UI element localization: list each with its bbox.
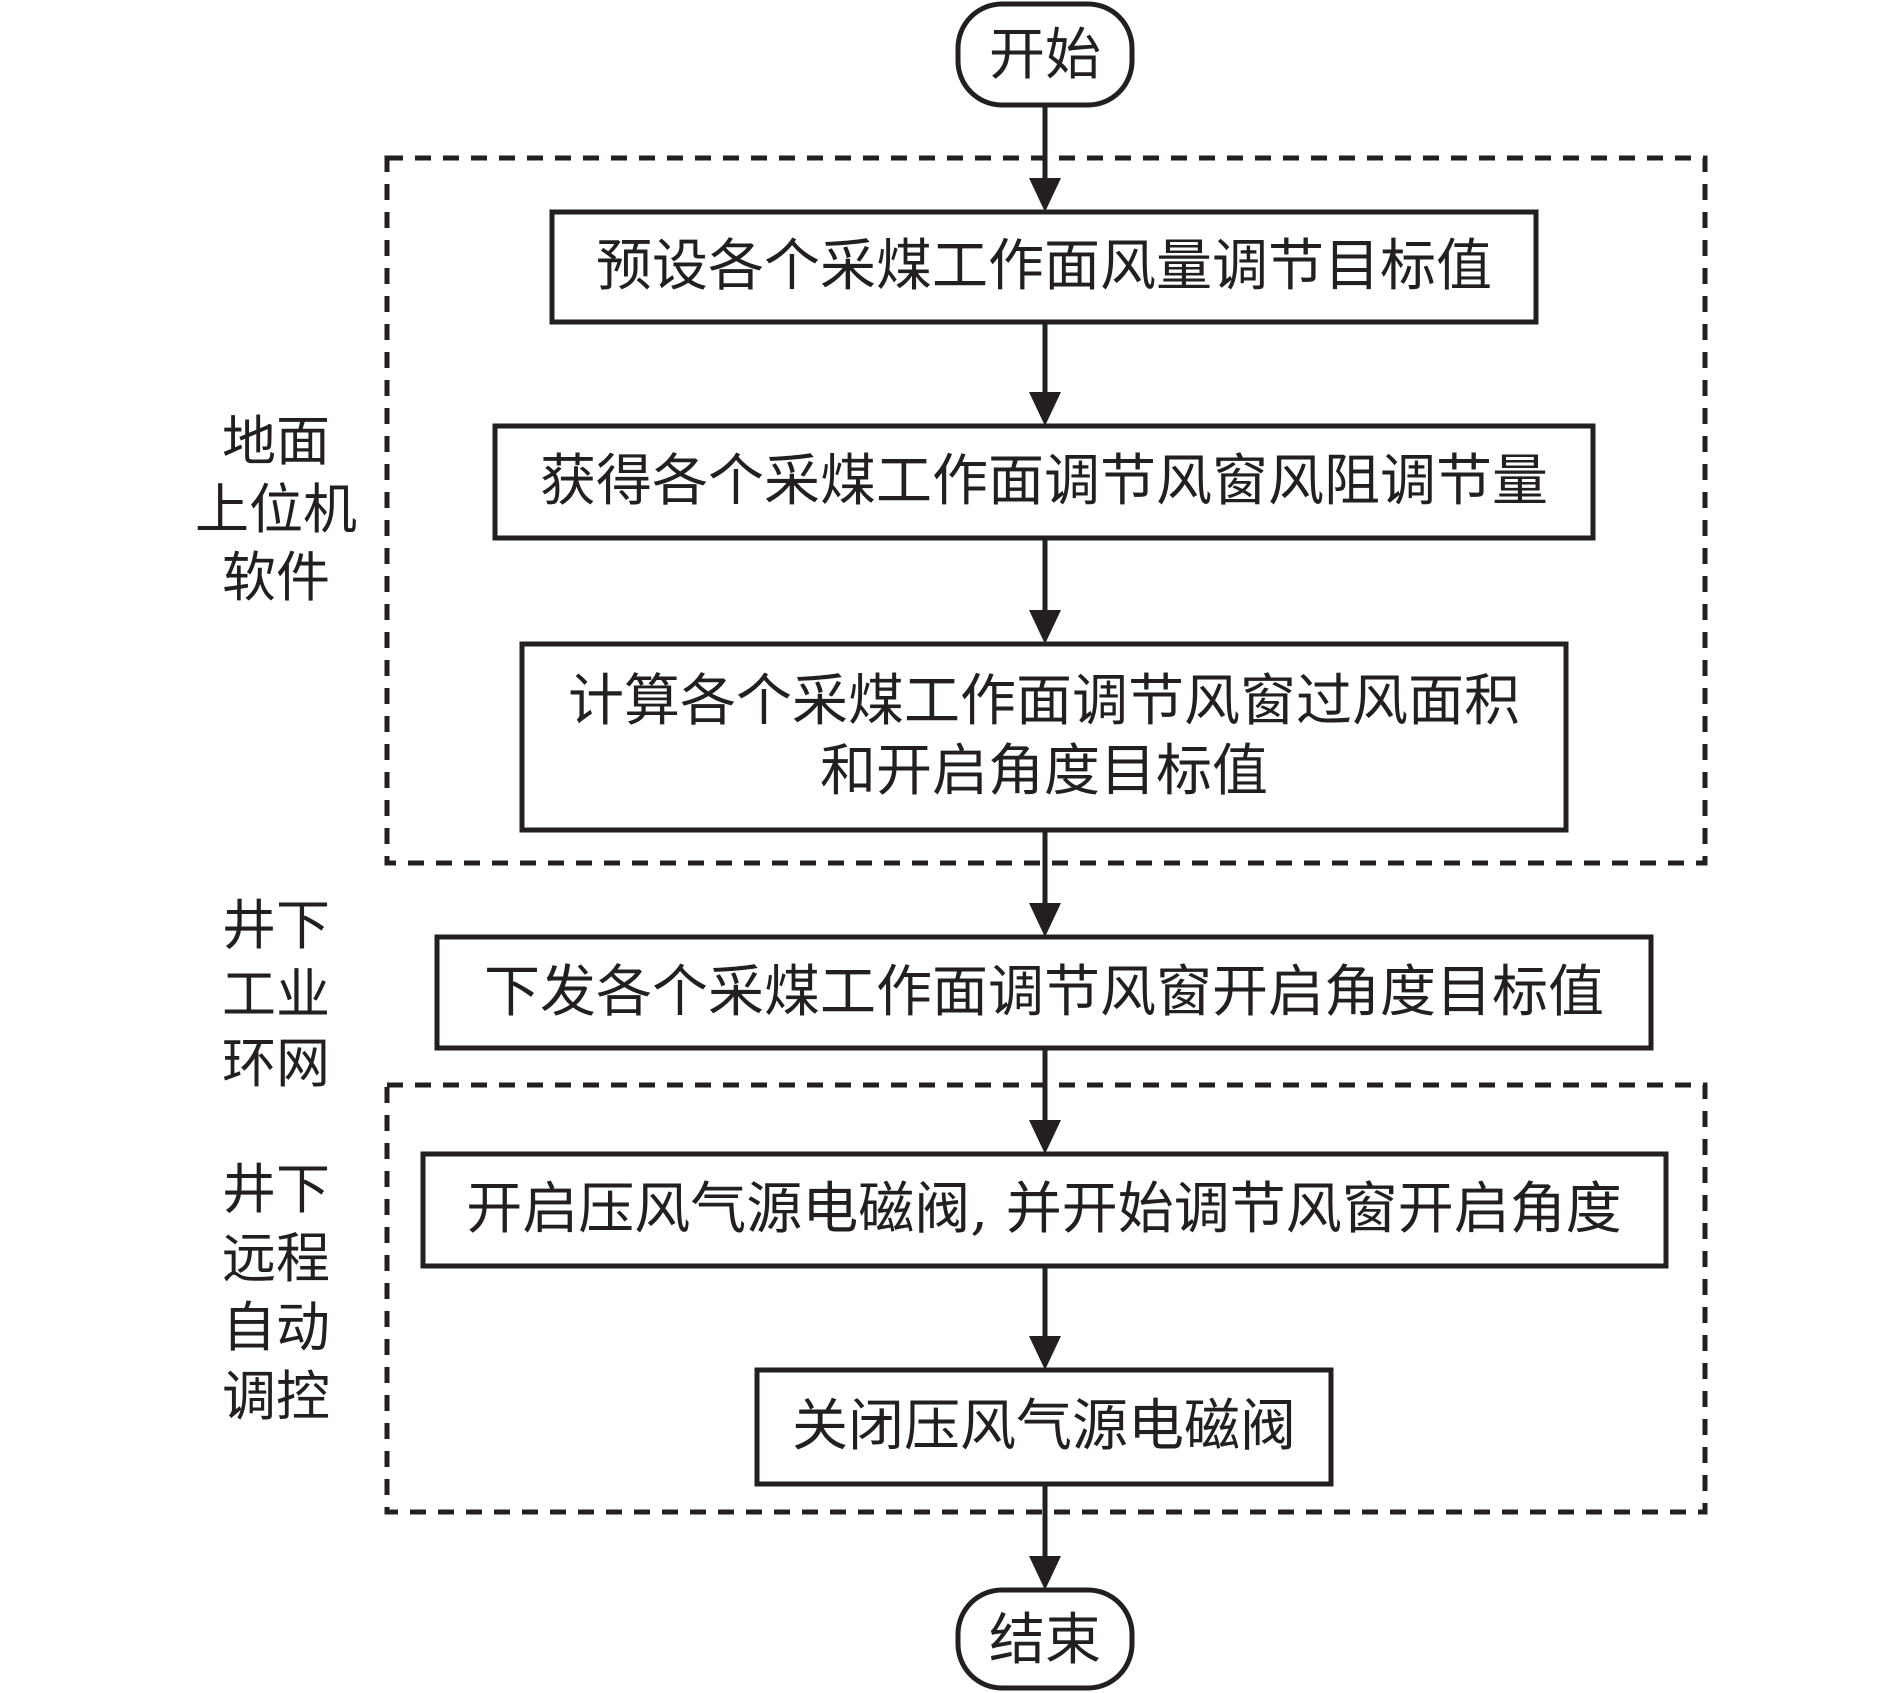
arrowhead-6 [1029, 1336, 1061, 1370]
step-obtain-resistance: 获得各个采煤工作面调节风窗风阻调节量 [492, 423, 1596, 541]
arrowhead-5 [1029, 1120, 1061, 1154]
section-remote-line3: 自动 [222, 1296, 330, 1359]
section-surface-line3: 软件 [222, 546, 330, 609]
start-shape [955, 1, 1135, 108]
section-remote-line4: 调控 [222, 1365, 330, 1428]
section-ring-line3: 环网 [222, 1032, 330, 1095]
start-node: 开始 [955, 1, 1135, 108]
section-remote-line2: 远程 [222, 1227, 330, 1290]
step-calculate-area-angle-box [519, 641, 1569, 833]
step-close-valve-label: 关闭压风气源电磁阀 [792, 1394, 1296, 1459]
step-close-valve-box [754, 1367, 1334, 1487]
arrowhead-1 [1029, 178, 1061, 212]
section-label-surface-software: 地面 上位机 软件 [195, 410, 357, 609]
section-label-underground-ring: 井下 工业 环网 [222, 894, 330, 1095]
connectors [1029, 105, 1061, 1590]
section-ring-line2: 工业 [222, 963, 330, 1026]
step-preset-target: 预设各个采煤工作面风量调节目标值 [549, 209, 1539, 325]
arrowhead-2 [1029, 392, 1061, 426]
section-remote-line1: 井下 [222, 1158, 330, 1221]
end-label: 结束 [989, 1608, 1101, 1673]
step-calculate-line1: 计算各个采煤工作面调节风窗过风面积 [568, 669, 1520, 734]
step-open-valve: 开启压风气源电磁阀, 并开始调节风窗开启角度 [420, 1151, 1669, 1269]
step-send-target-label: 下发各个采煤工作面调节风窗开启角度目标值 [484, 960, 1604, 1025]
arrowhead-7 [1029, 1556, 1061, 1590]
step-preset-target-box [549, 209, 1539, 325]
section-ring-line1: 井下 [222, 894, 330, 957]
arrowhead-4 [1029, 903, 1061, 937]
step-open-valve-label: 开启压风气源电磁阀, 并开始调节风窗开启角度 [466, 1177, 1622, 1242]
step-preset-target-label: 预设各个采煤工作面风量调节目标值 [596, 234, 1492, 299]
start-label: 开始 [989, 23, 1101, 88]
arrowhead-3 [1029, 610, 1061, 644]
step-obtain-resistance-box [492, 423, 1596, 541]
end-shape [955, 1587, 1135, 1691]
section-surface-line2: 上位机 [195, 478, 357, 541]
end-node: 结束 [955, 1587, 1135, 1691]
step-send-target: 下发各个采煤工作面调节风窗开启角度目标值 [434, 934, 1654, 1051]
step-send-target-box [434, 934, 1654, 1051]
step-calculate-area-angle: 计算各个采煤工作面调节风窗过风面积 和开启角度目标值 [519, 641, 1569, 833]
step-obtain-resistance-label: 获得各个采煤工作面调节风窗风阻调节量 [540, 449, 1548, 514]
step-close-valve: 关闭压风气源电磁阀 [754, 1367, 1334, 1487]
section-label-underground-remote: 井下 远程 自动 调控 [222, 1158, 330, 1428]
section-surface-line1: 地面 [222, 410, 330, 473]
step-open-valve-box [420, 1151, 1669, 1269]
step-calculate-line2: 和开启角度目标值 [820, 739, 1268, 804]
